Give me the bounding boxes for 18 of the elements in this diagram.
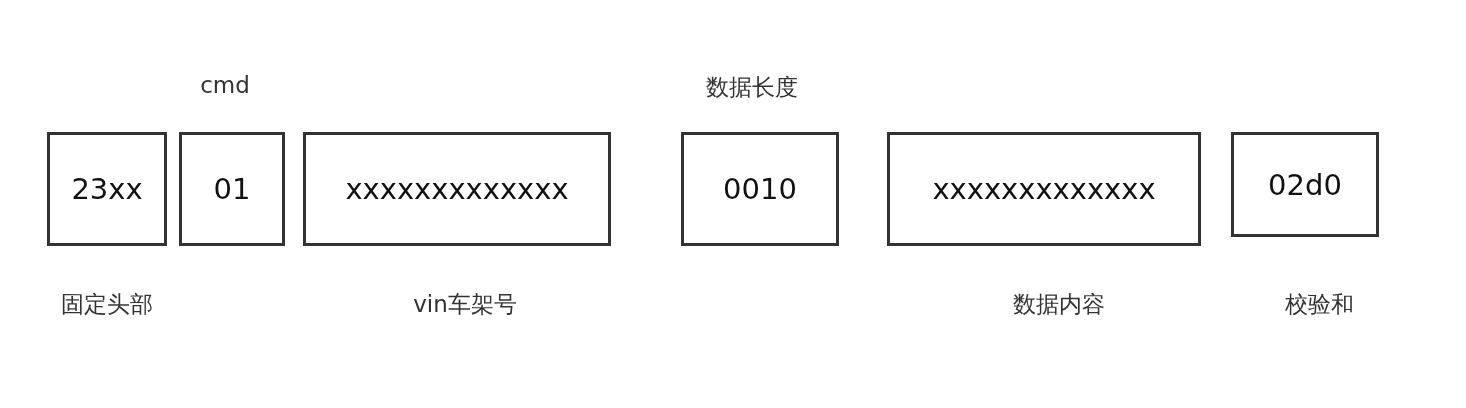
field-box — [179, 132, 285, 246]
field-value: 01 — [213, 172, 251, 206]
field-value: xxxxxxxxxxxxx — [932, 172, 1156, 206]
field-value: 0010 — [723, 172, 797, 206]
field-label: vin车架号 — [413, 290, 517, 319]
field-label: 数据内容 — [1013, 290, 1105, 319]
field-value: 02d0 — [1268, 167, 1342, 202]
field-value: 23xx — [71, 172, 143, 206]
field-box — [303, 132, 611, 246]
field-label: cmd — [200, 72, 250, 98]
field-box — [681, 132, 839, 246]
field-box — [887, 132, 1201, 246]
field-value: xxxxxxxxxxxxx — [345, 172, 569, 206]
field-label: 数据长度 — [706, 73, 798, 102]
field-box — [47, 132, 167, 246]
field-label: 校验和 — [1284, 290, 1354, 319]
field-label: 固定头部 — [61, 290, 153, 319]
field-box — [1231, 132, 1379, 237]
